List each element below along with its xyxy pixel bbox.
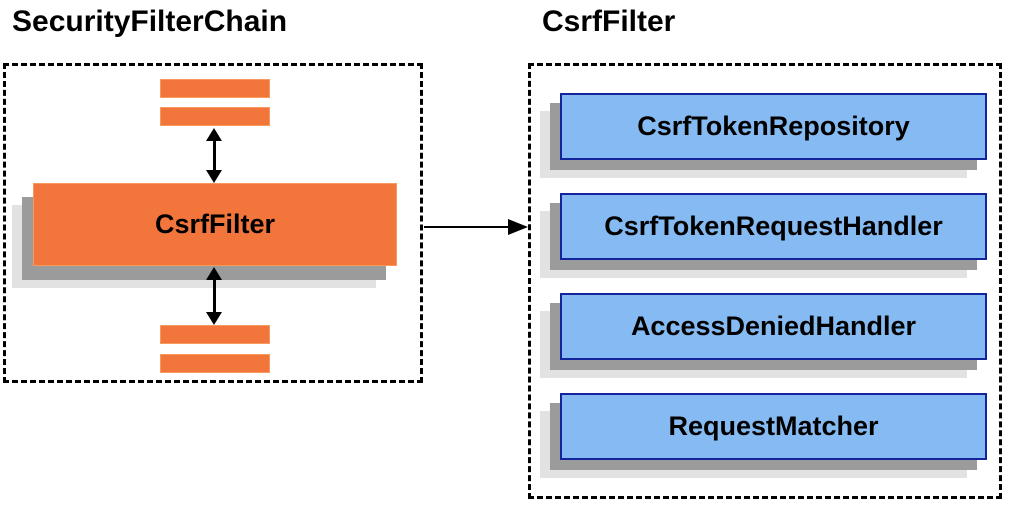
csrf-filter-node-label: CsrfFilter <box>154 209 276 239</box>
security-filter-chain-title: SecurityFilterChain <box>12 5 288 38</box>
csrf-filter-group: CsrfTokenRepository CsrfTokenRequestHand… <box>528 63 1002 499</box>
csrf-filter-title: CsrfFilter <box>542 5 676 38</box>
access-denied-handler-node: AccessDeniedHandler <box>560 293 987 360</box>
security-filter-chain-group: CsrfFilter <box>3 63 423 383</box>
arrowhead-up-icon <box>206 267 222 280</box>
bidirectional-arrow-top <box>206 128 222 183</box>
node-label: AccessDeniedHandler <box>630 311 917 341</box>
arrow-shaft <box>424 226 508 228</box>
filter-bar-top-2 <box>160 107 270 126</box>
filter-bar-bottom-1 <box>160 325 270 344</box>
arrow-shaft <box>212 280 216 312</box>
request-matcher-node: RequestMatcher <box>560 393 987 460</box>
arrow-shaft <box>212 141 216 170</box>
filter-bar-top-1 <box>160 79 270 98</box>
csrf-token-repository-node: CsrfTokenRepository <box>560 93 987 160</box>
arrowhead-right-icon <box>508 219 528 235</box>
filter-bar-bottom-2 <box>160 354 270 373</box>
node-label: RequestMatcher <box>668 411 879 441</box>
node-label: CsrfTokenRequestHandler <box>604 211 943 241</box>
flow-arrow <box>424 219 528 235</box>
bidirectional-arrow-bottom <box>206 267 222 325</box>
csrf-filter-node: CsrfFilter <box>33 183 397 266</box>
csrf-token-request-handler-node: CsrfTokenRequestHandler <box>560 193 987 260</box>
arrowhead-down-icon <box>206 170 222 183</box>
arrowhead-up-icon <box>206 128 222 141</box>
node-label: CsrfTokenRepository <box>637 111 910 141</box>
arrowhead-down-icon <box>206 312 222 325</box>
